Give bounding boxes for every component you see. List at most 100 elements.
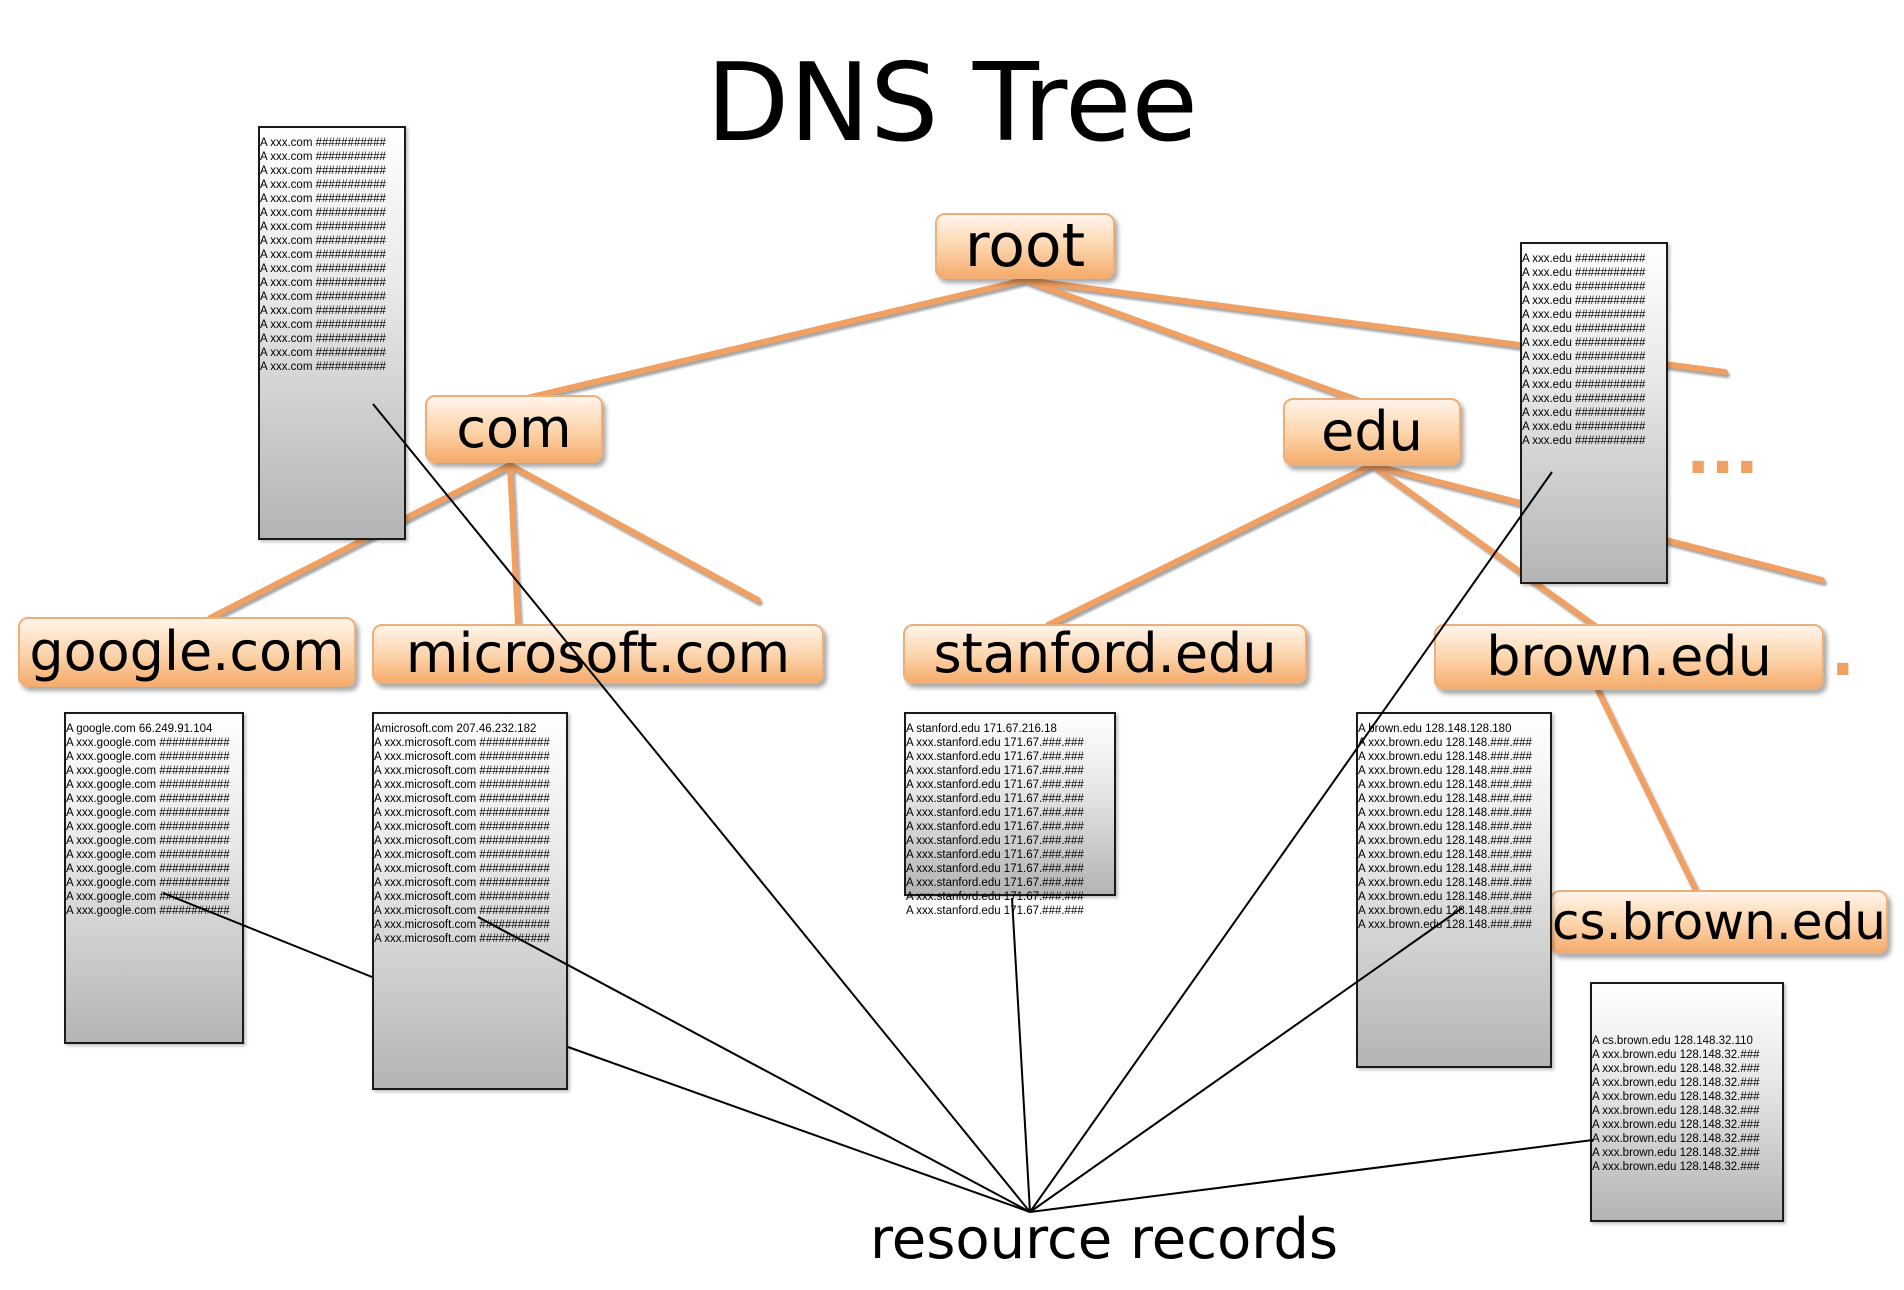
record-line: A xxx.microsoft.com ########### bbox=[374, 863, 550, 875]
record-line: A xxx.brown.edu 128.148.###.### bbox=[1358, 891, 1532, 903]
record-line: A xxx.com ########### bbox=[260, 207, 386, 219]
pointer-com-zone bbox=[372, 403, 1031, 1213]
record-line: A xxx.com ########### bbox=[260, 179, 386, 191]
record-line: A xxx.stanford.edu 171.67.###.### bbox=[906, 821, 1084, 833]
record-line: A xxx.brown.edu 128.148.###.### bbox=[1358, 807, 1532, 819]
record-line: A xxx.microsoft.com ########### bbox=[374, 919, 550, 931]
pointer-microsoft-upper bbox=[477, 916, 1031, 1213]
record-line: A xxx.brown.edu 128.148.32.### bbox=[1592, 1077, 1760, 1089]
record-line: A xxx.brown.edu 128.148.32.### bbox=[1592, 1161, 1760, 1173]
record-line: A xxx.edu ########### bbox=[1522, 295, 1646, 307]
record-line: A xxx.stanford.edu 171.67.###.### bbox=[906, 863, 1084, 875]
node-edu: edu bbox=[1283, 398, 1461, 466]
record-line: A xxx.com ########### bbox=[260, 319, 386, 331]
record-line: A xxx.com ########### bbox=[260, 151, 386, 163]
record-line: A xxx.stanford.edu 171.67.###.### bbox=[906, 737, 1084, 749]
record-line: A xxx.com ########### bbox=[260, 221, 386, 233]
record-line: A xxx.edu ########### bbox=[1522, 379, 1646, 391]
pointer-microsoft-lower bbox=[567, 1046, 1031, 1213]
record-line: A xxx.microsoft.com ########### bbox=[374, 793, 550, 805]
record-line: A xxx.microsoft.com ########### bbox=[374, 821, 550, 833]
edge-brown-cs bbox=[1595, 687, 1711, 918]
record-line: A xxx.microsoft.com ########### bbox=[374, 849, 550, 861]
resource-records-label: resource records bbox=[870, 1207, 1339, 1272]
record-line: A xxx.stanford.edu 171.67.###.### bbox=[906, 765, 1084, 777]
record-line: A xxx.com ########### bbox=[260, 263, 386, 275]
record-line: A xxx.com ########### bbox=[260, 305, 386, 317]
record-line: A xxx.edu ########### bbox=[1522, 365, 1646, 377]
record-line: A xxx.brown.edu 128.148.32.### bbox=[1592, 1147, 1760, 1159]
record-line: A xxx.stanford.edu 171.67.###.### bbox=[906, 849, 1084, 861]
record-line: A xxx.edu ########### bbox=[1522, 393, 1646, 405]
record-line: A xxx.edu ########### bbox=[1522, 435, 1646, 447]
edge-com-microsoft bbox=[507, 462, 521, 628]
record-box-com-zone: A xxx.com ########### A xxx.com #########… bbox=[258, 126, 406, 540]
record-line: A xxx.brown.edu 128.148.###.### bbox=[1358, 863, 1532, 875]
record-line: A xxx.com ########### bbox=[260, 291, 386, 303]
record-line: A xxx.microsoft.com ########### bbox=[374, 765, 550, 777]
record-line: A xxx.brown.edu 128.148.###.### bbox=[1358, 835, 1532, 847]
record-line: A xxx.com ########### bbox=[260, 333, 386, 345]
record-line: A xxx.brown.edu 128.148.32.### bbox=[1592, 1091, 1760, 1103]
pointer-brown bbox=[1029, 907, 1463, 1213]
edge-com-more bbox=[507, 462, 761, 603]
node-google: google.com bbox=[18, 617, 356, 687]
record-line: A xxx.stanford.edu 171.67.###.### bbox=[906, 751, 1084, 763]
record-line: A xxx.com ########### bbox=[260, 165, 386, 177]
record-line: A xxx.edu ########### bbox=[1522, 267, 1646, 279]
record-line: A xxx.google.com ########### bbox=[66, 849, 230, 861]
edge-edu-stanford bbox=[1045, 462, 1375, 628]
record-line: A xxx.brown.edu 128.148.###.### bbox=[1358, 793, 1532, 805]
record-line: A xxx.google.com ########### bbox=[66, 905, 230, 917]
record-line: A xxx.brown.edu 128.148.32.### bbox=[1592, 1063, 1760, 1075]
record-line: A xxx.edu ########### bbox=[1522, 309, 1646, 321]
record-line: A xxx.microsoft.com ########### bbox=[374, 737, 550, 749]
record-line: A xxx.google.com ########### bbox=[66, 835, 230, 847]
record-box-edu-zone: A xxx.edu ########### A xxx.edu #########… bbox=[1520, 242, 1668, 584]
record-line: A xxx.microsoft.com ########### bbox=[374, 779, 550, 791]
record-line: A stanford.edu 171.67.216.18 bbox=[906, 723, 1057, 735]
record-line: A xxx.stanford.edu 171.67.###.### bbox=[906, 835, 1084, 847]
edge-edu-brown bbox=[1369, 462, 1601, 631]
record-line: A xxx.brown.edu 128.148.###.### bbox=[1358, 765, 1532, 777]
record-line: A xxx.com ########### bbox=[260, 249, 386, 261]
root-more-ellipsis: ... bbox=[1686, 415, 1759, 489]
record-line: A xxx.microsoft.com ########### bbox=[374, 877, 550, 889]
pointer-edu-zone bbox=[1029, 471, 1553, 1213]
record-line: A brown.edu 128.148.128.180 bbox=[1358, 723, 1512, 735]
record-line: Amicrosoft.com 207.46.232.182 bbox=[374, 723, 537, 735]
record-line: A xxx.edu ########### bbox=[1522, 337, 1646, 349]
record-line: A xxx.brown.edu 128.148.###.### bbox=[1358, 737, 1532, 749]
node-com: com bbox=[425, 395, 603, 463]
node-brown: brown.edu bbox=[1434, 624, 1824, 690]
record-line: A xxx.brown.edu 128.148.###.### bbox=[1358, 919, 1532, 931]
record-line: A xxx.microsoft.com ########### bbox=[374, 905, 550, 917]
record-line: A xxx.edu ########### bbox=[1522, 421, 1646, 433]
record-line: A xxx.microsoft.com ########### bbox=[374, 807, 550, 819]
record-line: A xxx.google.com ########### bbox=[66, 891, 230, 903]
record-line: A xxx.brown.edu 128.148.###.### bbox=[1358, 905, 1532, 917]
record-line: A xxx.microsoft.com ########### bbox=[374, 751, 550, 763]
record-line: A xxx.edu ########### bbox=[1522, 407, 1646, 419]
record-line: A xxx.google.com ########### bbox=[66, 863, 230, 875]
record-line: A xxx.brown.edu 128.148.###.### bbox=[1358, 877, 1532, 889]
record-line: A xxx.stanford.edu 171.67.###.### bbox=[906, 779, 1084, 791]
edge-com-google bbox=[207, 462, 513, 621]
record-line: A xxx.brown.edu 128.148.###.### bbox=[1358, 849, 1532, 861]
node-microsoft: microsoft.com bbox=[372, 624, 824, 684]
record-line: A xxx.stanford.edu 171.67.###.### bbox=[906, 891, 1084, 903]
record-line: A xxx.com ########### bbox=[260, 193, 386, 205]
record-line: A xxx.edu ########### bbox=[1522, 323, 1646, 335]
record-line: A xxx.com ########### bbox=[260, 347, 386, 359]
record-line: A xxx.stanford.edu 171.67.###.### bbox=[906, 793, 1084, 805]
record-line: A xxx.google.com ########### bbox=[66, 793, 230, 805]
diagram-title: DNS Tree bbox=[706, 41, 1198, 166]
edge-root-edu bbox=[1022, 277, 1388, 413]
record-line: A xxx.com ########### bbox=[260, 361, 386, 373]
record-line: A xxx.google.com ########### bbox=[66, 751, 230, 763]
record-line: A xxx.google.com ########### bbox=[66, 807, 230, 819]
